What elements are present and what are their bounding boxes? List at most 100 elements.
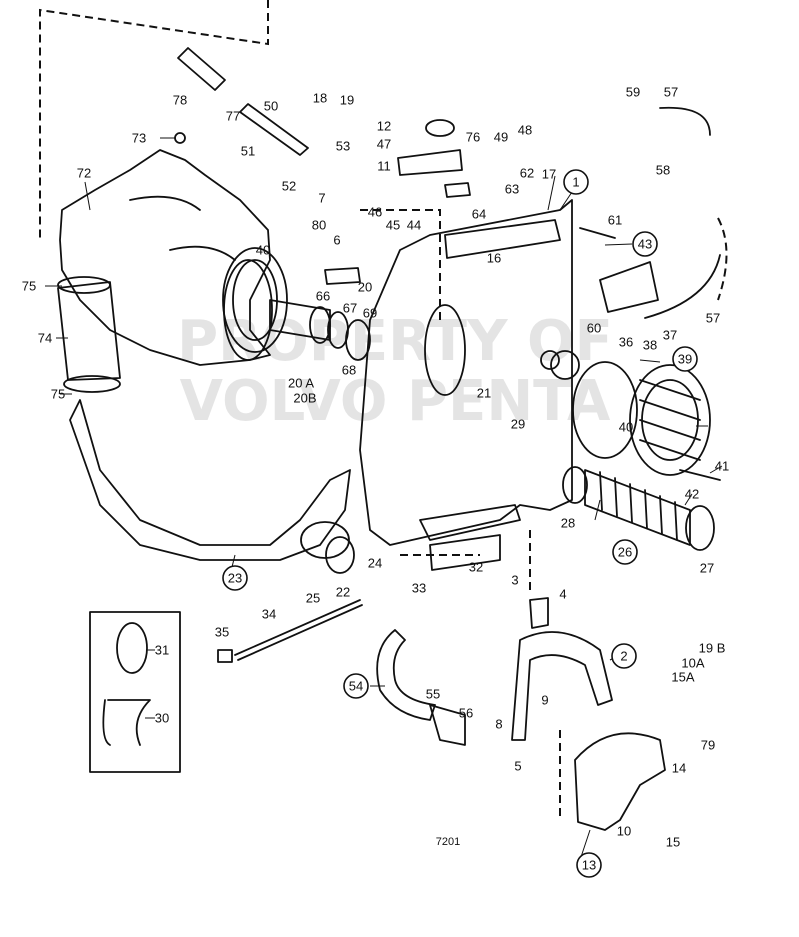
callout-c17: 17 [542, 167, 556, 182]
callout-c9: 9 [541, 693, 548, 708]
callout-c20: 20 [358, 280, 372, 295]
callout-label: 2 [620, 649, 627, 664]
callout-label: 41 [715, 459, 729, 474]
callout-c26: 26 [612, 539, 638, 565]
callout-c74: 74 [38, 331, 52, 346]
watermark-line-1: PROPERTY OF [177, 309, 613, 374]
callout-c32: 32 [469, 560, 483, 575]
nut-35 [217, 649, 233, 663]
callout-circle [632, 231, 658, 257]
callout-circle [563, 169, 589, 195]
callout-label: 58 [656, 163, 670, 178]
callout-label: 33 [412, 581, 426, 596]
callout-label: 40 [619, 420, 633, 435]
callout-c14: 14 [672, 761, 686, 776]
callout-label: 4 [559, 587, 566, 602]
callout-circle [222, 565, 248, 591]
dashed-line-top [39, 0, 269, 240]
callout-label: 5 [514, 759, 521, 774]
callout-c7: 7 [318, 191, 325, 206]
callout-c25: 25 [306, 591, 320, 606]
knob-12 [425, 119, 455, 137]
callout-label: 59 [626, 85, 640, 100]
callout-c53: 53 [336, 139, 350, 154]
callout-c16: 16 [487, 251, 501, 266]
callout-label: 75 [51, 387, 65, 402]
callout-c49: 49 [494, 130, 508, 145]
callout-label: 19 B [699, 641, 726, 656]
callout-label: 76 [466, 130, 480, 145]
callout-c54: 54 [343, 673, 369, 699]
callout-circle [576, 852, 602, 878]
callout-c42: 42 [685, 487, 699, 502]
callout-c19: 19 [340, 93, 354, 108]
ring-27 [685, 505, 715, 551]
callout-c66: 66 [316, 289, 330, 304]
callout-c22: 22 [336, 585, 350, 600]
callout-c1: 1 [563, 169, 589, 195]
callout-label: 50 [264, 99, 278, 114]
callout-c69: 69 [363, 306, 377, 321]
callout-label: 57 [706, 311, 720, 326]
shaft-bearing-set [223, 259, 371, 361]
callout-c45: 45 [386, 218, 400, 233]
callout-label: 17 [542, 167, 556, 182]
pipe-78 [177, 47, 226, 91]
clamp-ring-75-bottom [63, 375, 121, 393]
callout-label: 36 [619, 335, 633, 350]
exhaust-bellows [57, 276, 121, 393]
callout-c24: 24 [368, 556, 382, 571]
flywheel-housing [59, 132, 288, 366]
hose-57-top [659, 106, 711, 136]
callout-label: 40 [256, 243, 270, 258]
callout-label: 48 [518, 123, 532, 138]
callout-c55: 55 [426, 687, 440, 702]
callout-label: 63 [505, 182, 519, 197]
callout-circle [611, 643, 637, 669]
callout-label: 42 [685, 487, 699, 502]
callout-c67: 67 [343, 301, 357, 316]
guard-39 [629, 364, 711, 476]
callout-label: 32 [469, 560, 483, 575]
callout-c5: 5 [514, 759, 521, 774]
watermark-line-2: VOLVO PENTA [180, 369, 611, 434]
callout-c63: 63 [505, 182, 519, 197]
callout-c40a: 40 [256, 243, 270, 258]
callout-label: 62 [520, 166, 534, 181]
callout-c75a: 75 [22, 279, 36, 294]
callout-label: 27 [700, 561, 714, 576]
seal-ring-40-left [223, 259, 273, 361]
callout-c51: 51 [241, 144, 255, 159]
callout-label: 64 [472, 207, 486, 222]
callout-label: 61 [608, 213, 622, 228]
callout-c44: 44 [407, 218, 421, 233]
callout-c18: 18 [313, 91, 327, 106]
right-seal-and-guard [572, 361, 711, 476]
sleeve-4 [529, 597, 549, 629]
callout-c15a: 15A [671, 670, 694, 685]
callout-c35: 35 [215, 625, 229, 640]
callout-circle [612, 539, 638, 565]
bolt-41 [679, 469, 721, 481]
callout-c13: 13 [576, 852, 602, 878]
callout-c2: 2 [611, 643, 637, 669]
callout-c57a: 57 [664, 85, 678, 100]
callout-label: 11 [377, 159, 391, 174]
callout-c46: 46 [368, 205, 382, 220]
callout-c4: 4 [559, 587, 566, 602]
callout-c50: 50 [264, 99, 278, 114]
bracket-32 [429, 534, 501, 571]
spring-clip-30 [102, 699, 151, 746]
callout-label: 23 [228, 571, 242, 586]
callout-label: 15 [666, 835, 680, 850]
callout-c43: 43 [632, 231, 658, 257]
callout-c64: 64 [472, 207, 486, 222]
callout-label: 13 [582, 858, 596, 873]
callout-circle [343, 673, 369, 699]
callout-c62: 62 [520, 166, 534, 181]
callout-label: 60 [587, 321, 601, 336]
callout-label: 53 [336, 139, 350, 154]
callout-c52: 52 [282, 179, 296, 194]
callout-label: 9 [541, 693, 548, 708]
